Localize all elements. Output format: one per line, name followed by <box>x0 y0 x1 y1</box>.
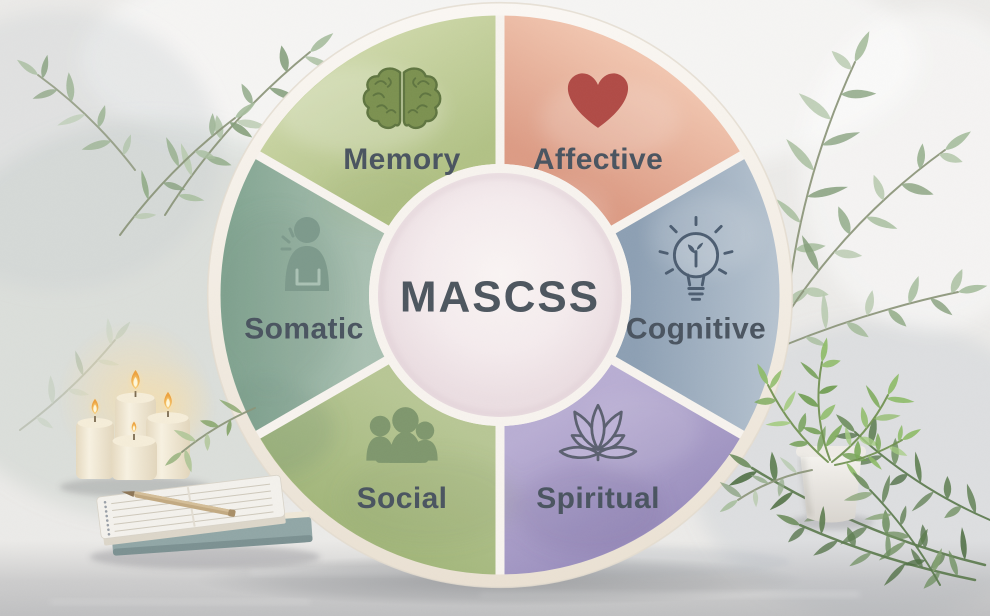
watercolor-illustration: MemoryAffective Cognitive Spiritual Soci… <box>0 0 990 616</box>
paper-grain-overlay <box>0 0 990 616</box>
scene-canvas: MemoryAffective Cognitive Spiritual Soci… <box>0 0 990 616</box>
